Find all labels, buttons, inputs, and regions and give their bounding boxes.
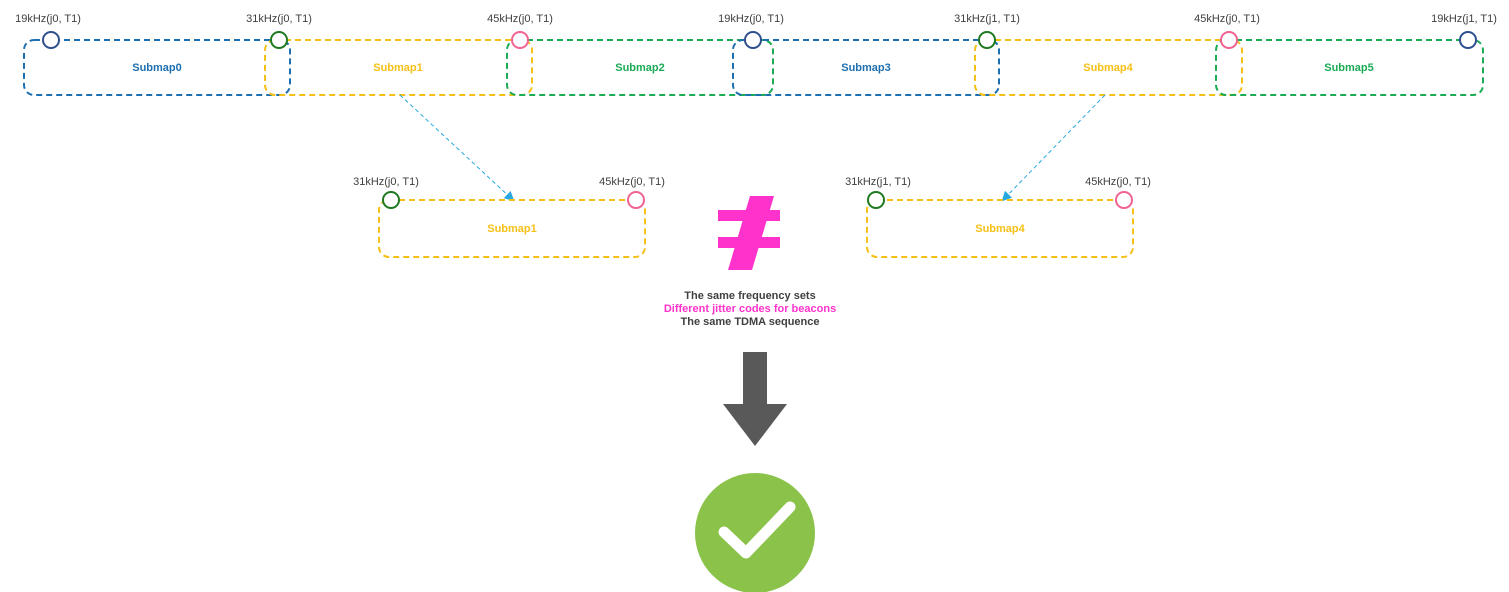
beacon-circle — [1459, 31, 1477, 49]
beacon-label: 19kHz(j0, T1) — [15, 13, 81, 25]
beacon-circle — [627, 191, 645, 209]
notes-block: The same frequency sets Different jitter… — [600, 290, 900, 329]
submap4-label: Submap4 — [1083, 62, 1133, 74]
dashed-arrow-right — [1001, 94, 1106, 202]
submap1-label: Submap1 — [373, 62, 423, 74]
submap1-box — [264, 39, 533, 96]
beacon-circle — [978, 31, 996, 49]
beacon-label: 45kHz(j0, T1) — [1085, 176, 1151, 188]
compare-left: Submap1 31kHz(j0, T1) 45kHz(j0, T1) — [353, 176, 665, 258]
compare-right: Submap4 31kHz(j1, T1) 45kHz(j0, T1) — [845, 176, 1151, 258]
beacon-label: 45kHz(j0, T1) — [599, 176, 665, 188]
submap5-label: Submap5 — [1324, 62, 1374, 74]
submap3-label: Submap3 — [841, 62, 891, 74]
beacon-label: 19kHz(j1, T1) — [1431, 13, 1497, 25]
submap0-label: Submap0 — [132, 62, 182, 74]
beacon-circle — [867, 191, 885, 209]
note-line-jitter: Different jitter codes for beacons — [663, 303, 837, 315]
dashed-arrow-left — [399, 94, 515, 202]
beacon-label: 31kHz(j1, T1) — [954, 13, 1020, 25]
beacon-circle — [382, 191, 400, 209]
beacon-label: 31kHz(j0, T1) — [353, 176, 419, 188]
beacon-circle — [1220, 31, 1238, 49]
compare-left-box — [378, 199, 646, 258]
note-line-frequency: The same frequency sets — [684, 290, 816, 302]
not-equal-icon — [718, 196, 780, 270]
beacon-label: 19kHz(j0, T1) — [718, 13, 784, 25]
check-circle-icon — [695, 473, 815, 592]
submap2-box — [506, 39, 774, 96]
beacon-circle — [744, 31, 762, 49]
compare-right-box — [866, 199, 1134, 258]
submap4-box — [974, 39, 1243, 96]
submap2-label: Submap2 — [615, 62, 665, 74]
beacon-circle — [270, 31, 288, 49]
compare-right-label: Submap4 — [975, 223, 1025, 235]
beacon-label: 45kHz(j0, T1) — [1194, 13, 1260, 25]
beacon-circle — [42, 31, 60, 49]
compare-left-label: Submap1 — [487, 223, 537, 235]
submap0-box — [23, 39, 291, 96]
beacon-label: 45kHz(j0, T1) — [487, 13, 553, 25]
note-line-tdma: The same TDMA sequence — [680, 316, 820, 328]
submap3-box — [732, 39, 1000, 96]
beacon-circle — [1115, 191, 1133, 209]
top-row: Submap0 Submap1 Submap2 Submap3 Submap4 … — [15, 13, 1497, 96]
beacon-label: 31kHz(j1, T1) — [845, 176, 911, 188]
beacon-label: 31kHz(j0, T1) — [246, 13, 312, 25]
beacon-circle — [511, 31, 529, 49]
down-arrow-icon — [723, 352, 787, 446]
submap5-box — [1215, 39, 1484, 96]
